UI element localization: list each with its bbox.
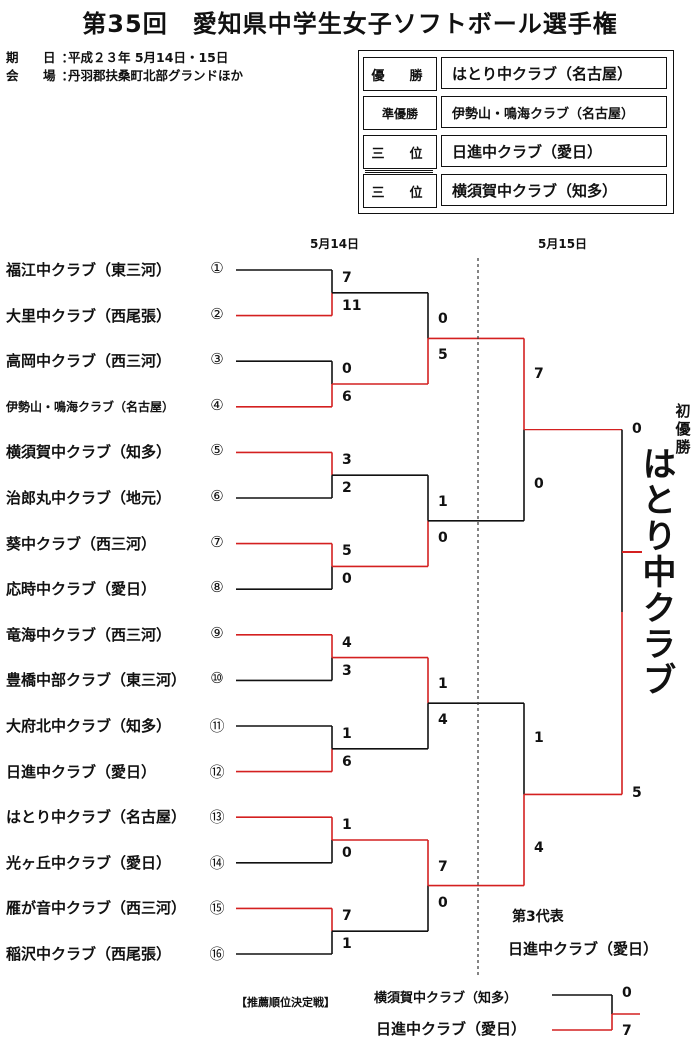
team-seed: ② bbox=[210, 304, 224, 323]
venue-info: 会 場：丹羽郡扶桑町北部グランドほか bbox=[6, 65, 243, 84]
team-name: 伊勢山・鳴海クラブ（名古屋） bbox=[6, 399, 175, 414]
score: 0 bbox=[438, 894, 448, 911]
team-seed: ⑦ bbox=[210, 532, 224, 551]
team-name: 雁が音中クラブ（西三河） bbox=[6, 899, 187, 918]
playoff-team-b: 日進中クラブ（愛日） bbox=[376, 1020, 527, 1038]
team-seed: ⑩ bbox=[210, 669, 224, 688]
team-name: 福江中クラブ（東三河） bbox=[6, 261, 172, 279]
result-rank: 準優勝 bbox=[363, 96, 437, 130]
score: 7 bbox=[534, 365, 544, 382]
venue-label: 会 場： bbox=[6, 68, 81, 83]
team-name: はとり中クラブ（名古屋） bbox=[6, 808, 187, 827]
team-seed: ⑨ bbox=[210, 623, 224, 642]
score: 2 bbox=[342, 480, 352, 497]
score: 11 bbox=[342, 297, 362, 314]
divider bbox=[365, 170, 433, 173]
result-rank: 三 位 bbox=[363, 174, 437, 208]
result-row-third-2: 三 位 横須賀中クラブ（知多） bbox=[363, 174, 669, 208]
team-name: 葵中クラブ（西三河） bbox=[6, 534, 157, 553]
team-seed: ⑬ bbox=[209, 808, 225, 827]
team-name: 応時中クラブ（愛日） bbox=[6, 580, 157, 599]
score: 0 bbox=[342, 361, 352, 377]
score: 6 bbox=[342, 753, 352, 770]
team-name: 高岡中クラブ（西三河） bbox=[6, 352, 172, 371]
result-team: はとり中クラブ（名古屋） bbox=[441, 57, 667, 89]
playoff-score-a: 0 bbox=[622, 985, 632, 1001]
result-team: 横須賀中クラブ（知多） bbox=[441, 174, 667, 206]
score: 1 bbox=[438, 493, 448, 510]
day1-label: 5月14日 bbox=[310, 237, 360, 251]
team-seed: ⑥ bbox=[210, 487, 224, 505]
team-seed: ⑪ bbox=[209, 717, 225, 735]
team-name: 竜海中クラブ（西三河） bbox=[6, 625, 172, 644]
score: 7 bbox=[342, 269, 352, 286]
score: 1 bbox=[342, 817, 352, 833]
team-seed: ⑫ bbox=[209, 762, 225, 781]
date-info: 期 日：平成２３年 5月14日・15日 bbox=[6, 47, 228, 66]
score: 1 bbox=[342, 936, 352, 953]
team-name: 横須賀中クラブ（知多） bbox=[6, 443, 172, 462]
result-row-runner-up: 準優勝 伊勢山・鳴海クラブ（名古屋） bbox=[363, 96, 669, 130]
result-rank: 優 勝 bbox=[363, 57, 437, 91]
team-name: 稲沢中クラブ（西尾張） bbox=[6, 945, 172, 963]
venue-value: 丹羽郡扶桑町北部グランドほか bbox=[68, 68, 244, 83]
score: 4 bbox=[342, 634, 352, 651]
date-label: 期 日： bbox=[6, 50, 81, 65]
score: 0 bbox=[438, 311, 448, 328]
score: 0 bbox=[342, 571, 352, 588]
score: 1 bbox=[438, 676, 448, 693]
score: 0 bbox=[342, 845, 352, 861]
score: 1 bbox=[534, 730, 544, 747]
third-rep-team: 日進中クラブ（愛日） bbox=[508, 940, 659, 958]
team-name: 大里中クラブ（西尾張） bbox=[6, 306, 172, 325]
team-seed: ⑤ bbox=[210, 441, 224, 460]
score: 5 bbox=[342, 543, 352, 560]
playoff-label: 【推薦順位決定戦】 bbox=[236, 996, 335, 1009]
score: 5 bbox=[632, 785, 642, 802]
result-row-third-1: 三 位 日進中クラブ（愛日） bbox=[363, 135, 669, 169]
score: 3 bbox=[342, 452, 352, 469]
playoff-team-a: 横須賀中クラブ（知多） bbox=[374, 991, 518, 1006]
champion-name: はとり中クラブ bbox=[636, 446, 676, 698]
score: 5 bbox=[438, 347, 448, 364]
score: 4 bbox=[438, 712, 448, 729]
result-team: 伊勢山・鳴海クラブ（名古屋） bbox=[441, 96, 667, 128]
team-name: 豊橋中部クラブ（東三河） bbox=[6, 671, 187, 690]
playoff-score-b: 7 bbox=[622, 1023, 632, 1039]
page-title: 第35回 愛知県中学生女子ソフトボール選手権 bbox=[82, 10, 618, 38]
score: 3 bbox=[342, 662, 352, 679]
date-value: 平成２３年 5月14日・15日 bbox=[68, 50, 229, 65]
third-rep-label: 第3代表 bbox=[512, 909, 564, 925]
score: 6 bbox=[342, 389, 352, 405]
results-table: 優 勝 はとり中クラブ（名古屋） 準優勝 伊勢山・鳴海クラブ（名古屋） 三 位 … bbox=[358, 50, 674, 214]
team-seed: ⑮ bbox=[209, 899, 225, 918]
day2-label: 5月15日 bbox=[538, 237, 588, 251]
score: 0 bbox=[632, 420, 642, 437]
team-seed: ⑧ bbox=[210, 578, 224, 597]
team-seed: ⑭ bbox=[209, 853, 225, 872]
score: 7 bbox=[342, 908, 352, 925]
score: 4 bbox=[534, 840, 544, 857]
score: 1 bbox=[342, 725, 352, 742]
team-seed: ① bbox=[210, 259, 224, 277]
team-seed: ③ bbox=[210, 350, 224, 369]
result-team: 日進中クラブ（愛日） bbox=[441, 135, 667, 167]
score: 0 bbox=[438, 529, 448, 546]
result-rank: 三 位 bbox=[363, 135, 437, 169]
score: 0 bbox=[534, 475, 544, 492]
team-seed: ④ bbox=[210, 395, 224, 414]
team-name: 大府北中クラブ（知多） bbox=[6, 717, 172, 735]
team-name: 日進中クラブ（愛日） bbox=[6, 762, 157, 781]
result-row-champion: 優 勝 はとり中クラブ（名古屋） bbox=[363, 57, 669, 91]
score: 7 bbox=[438, 858, 448, 875]
team-name: 治郎丸中クラブ（地元） bbox=[6, 489, 172, 507]
champion-heading: 初優勝 bbox=[675, 402, 691, 456]
team-name: 光ヶ丘中クラブ（愛日） bbox=[6, 853, 172, 872]
team-seed: ⑯ bbox=[209, 945, 225, 963]
